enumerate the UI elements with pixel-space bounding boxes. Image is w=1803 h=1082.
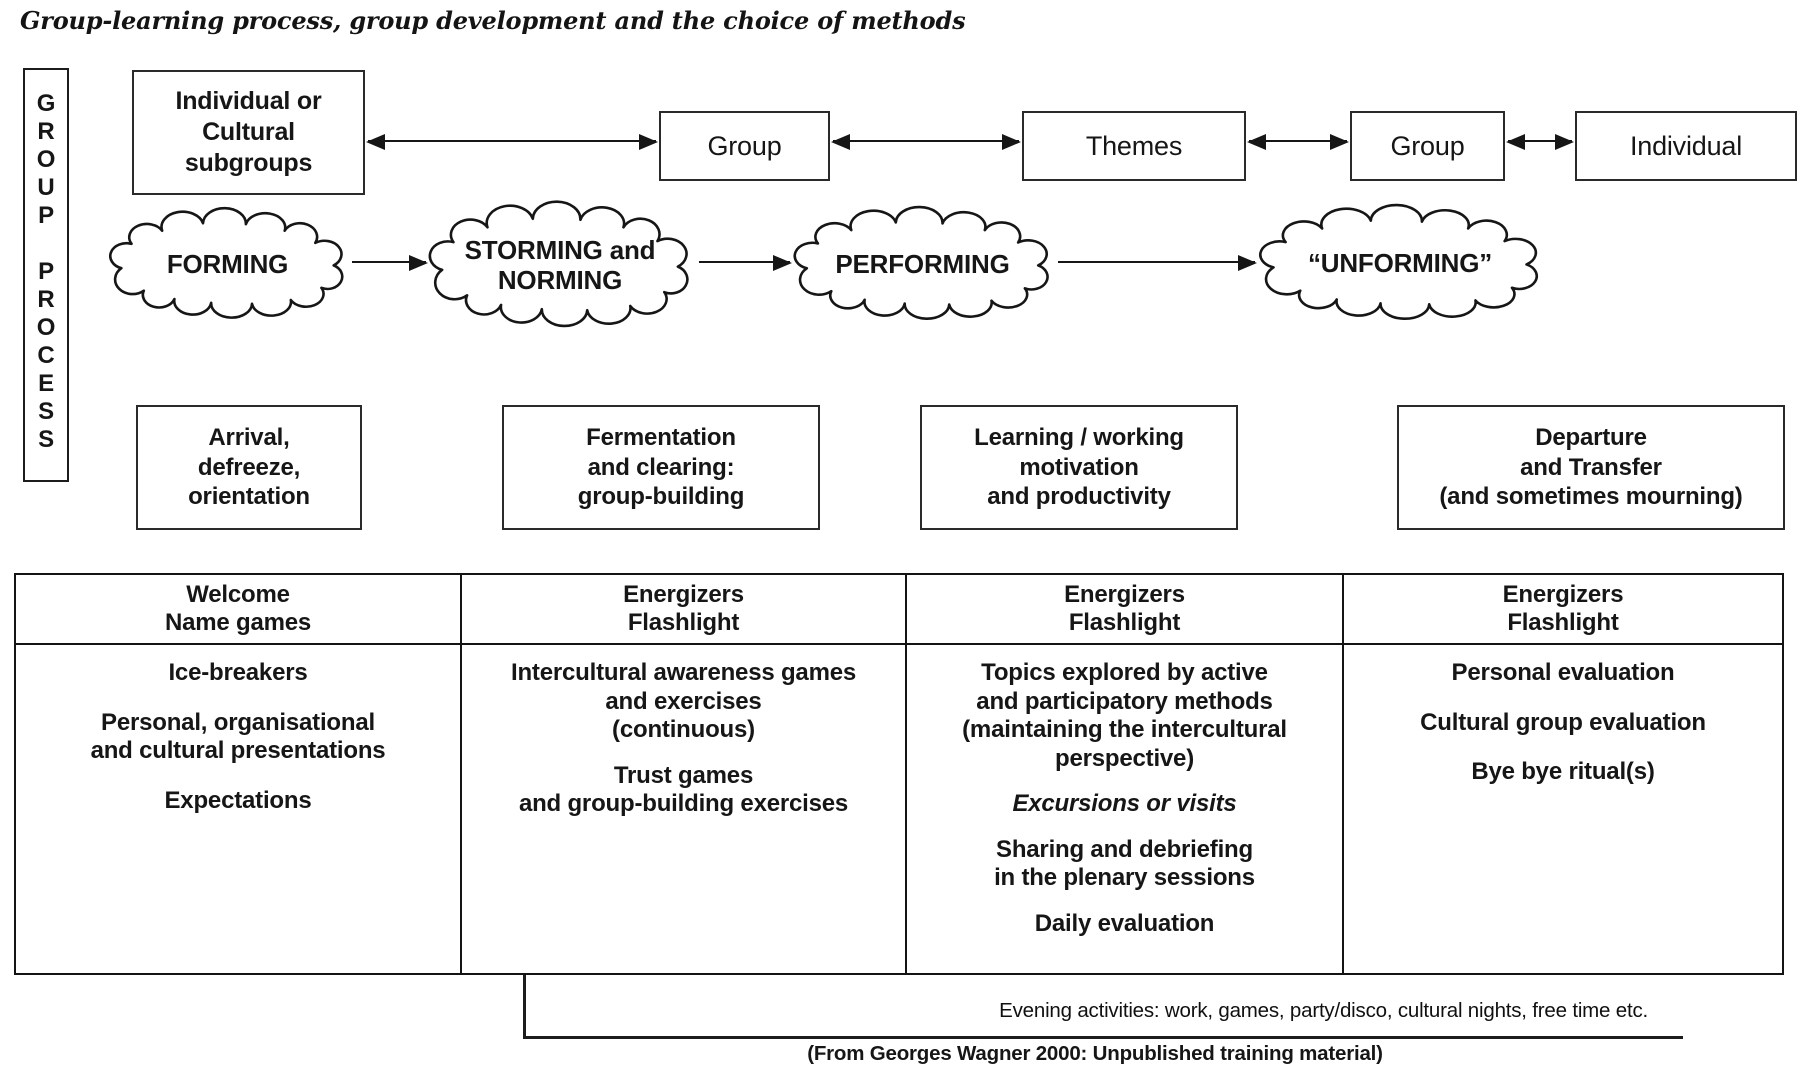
column-header: Energizers Flashlight <box>1344 575 1782 645</box>
column-items: Topics explored by active and participat… <box>907 645 1342 955</box>
group-process-vertical-label: G R O U P P R O C E S S <box>23 68 69 482</box>
table-item: Topics explored by active and participat… <box>962 659 1287 772</box>
table-item: Personal, organisational and cultural pr… <box>90 708 386 765</box>
table-column-storming: Energizers Flashlight Intercultural awar… <box>460 575 905 973</box>
table-item: Bye bye ritual(s) <box>1471 758 1655 785</box>
arrow-performing-to-unforming <box>1058 254 1257 271</box>
top-box-themes: Themes <box>1022 111 1246 181</box>
phase-box-arrival: Arrival, defreeze, orientation <box>136 405 362 530</box>
cloud-shape-icon <box>789 211 1056 316</box>
cloud-storming-norming: STORMING and NORMING <box>424 206 696 323</box>
arrow-storming-to-performing <box>699 254 792 271</box>
column-items: Ice-breakers Personal, organisational an… <box>16 645 460 836</box>
phase-box-learning: Learning / working motivation and produc… <box>920 405 1238 530</box>
top-box-group-1: Group <box>659 111 830 181</box>
column-header: Energizers Flashlight <box>462 575 905 645</box>
column-header: Energizers Flashlight <box>907 575 1342 645</box>
phase-box-departure: Departure and Transfer (and sometimes mo… <box>1397 405 1785 530</box>
double-arrow-themes-group <box>1247 133 1349 150</box>
table-item: Expectations <box>164 786 312 814</box>
evening-activities-note: Evening activities: work, games, party/d… <box>999 999 1648 1022</box>
column-items: Intercultural awareness games and exerci… <box>462 645 905 836</box>
source-attribution: (From Georges Wagner 2000: Unpublished t… <box>807 1042 1383 1065</box>
table-item: Personal evaluation <box>1451 659 1675 686</box>
cloud-performing: PERFORMING <box>789 211 1056 316</box>
table-item: Daily evaluation <box>1034 909 1215 937</box>
cloud-shape-icon <box>1254 209 1546 316</box>
phase-box-fermentation: Fermentation and clearing: group-buildin… <box>502 405 820 530</box>
top-box-individual: Individual <box>1575 111 1797 181</box>
top-box-individual-or-cultural-subgroups: Individual or Cultural subgroups <box>132 70 365 195</box>
cloud-shape-icon <box>424 206 696 323</box>
double-arrow-group-individual <box>1506 133 1574 150</box>
cloud-forming: FORMING <box>105 212 350 315</box>
cloud-shape-icon <box>105 212 350 315</box>
methods-table: Welcome Name games Ice-breakers Personal… <box>14 573 1784 975</box>
evening-bracket-vertical-line <box>523 975 526 1037</box>
cloud-unforming: “UNFORMING” <box>1254 209 1546 316</box>
evening-bracket-horizontal-line <box>523 1036 1683 1039</box>
top-box-group-2: Group <box>1350 111 1505 181</box>
table-item: Sharing and debriefing in the plenary se… <box>994 835 1255 892</box>
cloud-storming-norming-label: STORMING and NORMING <box>464 234 656 295</box>
page-title: Group-learning process, group developmen… <box>20 6 966 35</box>
table-item: Trust games and group-building exercises <box>518 761 849 818</box>
arrow-forming-to-storming <box>352 254 428 271</box>
table-column-performing: Energizers Flashlight Topics explored by… <box>905 575 1342 973</box>
column-header: Welcome Name games <box>16 575 460 645</box>
table-column-welcome: Welcome Name games Ice-breakers Personal… <box>16 575 460 973</box>
cloud-unforming-label: “UNFORMING” <box>1307 247 1493 278</box>
cloud-forming-label: FORMING <box>166 248 289 279</box>
column-items: Personal evaluation Cultural group evalu… <box>1344 645 1782 808</box>
table-item: Intercultural awareness games and exerci… <box>510 659 857 743</box>
table-column-unforming: Energizers Flashlight Personal evaluatio… <box>1342 575 1782 973</box>
table-item: Cultural group evaluation <box>1420 708 1706 736</box>
table-item: Ice-breakers <box>168 659 308 686</box>
table-item-excursions: Excursions or visits <box>1012 790 1237 817</box>
cloud-performing-label: PERFORMING <box>835 248 1010 279</box>
double-arrow-subgroups-group <box>366 133 658 150</box>
double-arrow-group-themes <box>831 133 1021 150</box>
